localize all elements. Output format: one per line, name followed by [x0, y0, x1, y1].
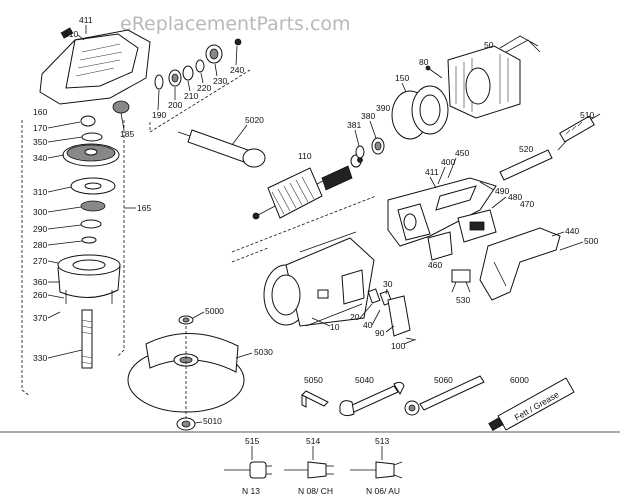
label-410: 410 — [64, 29, 78, 39]
label-150: 150 — [395, 73, 409, 83]
bearing-washer-stack — [154, 38, 242, 90]
label-5010: 5010 — [203, 416, 222, 426]
label-270: 270 — [33, 256, 47, 266]
label-350: 350 — [33, 137, 47, 147]
air-guide — [391, 85, 449, 140]
label-110: 110 — [298, 151, 312, 161]
watermark-text: eReplacementParts.com — [120, 13, 351, 35]
label-170: 170 — [33, 123, 47, 133]
side-handle — [177, 129, 266, 168]
power-cable — [557, 113, 601, 151]
label-460: 460 — [428, 260, 442, 270]
label-100: 100 — [391, 341, 405, 351]
label-340: 340 — [33, 153, 47, 163]
label-470: 470 — [520, 199, 534, 209]
label-300: 300 — [33, 207, 47, 217]
label-5040: 5040 — [355, 375, 374, 385]
label-390: 390 — [376, 103, 390, 113]
spanner-wrench — [404, 375, 485, 416]
label-370: 370 — [33, 313, 47, 323]
label-411b: 411 — [425, 167, 439, 177]
label-280: 280 — [33, 240, 47, 250]
part-460 — [427, 231, 453, 261]
plug-n06-au: 513 N 06/ AU — [350, 436, 403, 496]
grease-tube: Fett / Grease — [488, 377, 575, 432]
handle-cover — [479, 227, 561, 301]
label-400: 400 — [441, 157, 455, 167]
plug-label-n08-ch: N 08/ CH — [298, 486, 333, 496]
plug-n08-ch: 514 N 08/ CH — [284, 436, 334, 496]
label-210: 210 — [184, 91, 198, 101]
label-520: 520 — [519, 144, 533, 154]
hex-key — [301, 390, 329, 408]
label-490: 490 — [495, 186, 509, 196]
label-510: 510 — [580, 110, 594, 120]
label-500: 500 — [584, 236, 598, 246]
label-450: 450 — [455, 148, 469, 158]
gear-head-assembly — [21, 27, 151, 397]
label-10: 10 — [330, 322, 340, 332]
label-20: 20 — [350, 312, 360, 322]
label-160: 160 — [33, 107, 47, 117]
label-411: 411 — [79, 15, 93, 25]
capacitor — [451, 269, 471, 283]
label-200: 200 — [168, 100, 182, 110]
cable-sleeve — [499, 149, 553, 181]
label-310: 310 — [33, 187, 47, 197]
label-330: 330 — [33, 353, 47, 363]
plug-n13: 515 N 13 — [224, 436, 272, 496]
label-220: 220 — [197, 83, 211, 93]
motor-housing — [263, 231, 375, 327]
label-513: 513 — [375, 436, 389, 446]
label-30: 30 — [383, 279, 393, 289]
label-230: 230 — [213, 76, 227, 86]
bearing-381 — [355, 145, 365, 159]
label-480: 480 — [508, 192, 522, 202]
label-240: 240 — [230, 65, 244, 75]
field-coil — [447, 35, 541, 119]
label-380: 380 — [361, 111, 375, 121]
plug-label-n13: N 13 — [242, 486, 260, 496]
label-5060: 5060 — [434, 375, 453, 385]
label-185: 185 — [120, 129, 134, 139]
label-5030: 5030 — [254, 347, 273, 357]
label-290: 290 — [33, 224, 47, 234]
plug-label-n06-au: N 06/ AU — [366, 486, 400, 496]
label-260: 260 — [33, 290, 47, 300]
label-515: 515 — [245, 436, 259, 446]
armature — [252, 154, 363, 220]
label-5000: 5000 — [205, 306, 224, 316]
label-40: 40 — [363, 320, 373, 330]
label-381: 381 — [347, 120, 361, 130]
wheel-guard — [127, 315, 245, 431]
rear-housing — [387, 177, 497, 247]
label-80: 80 — [419, 57, 429, 67]
label-360: 360 — [33, 277, 47, 287]
label-440: 440 — [565, 226, 579, 236]
label-190: 190 — [152, 110, 166, 120]
label-50: 50 — [484, 40, 494, 50]
label-90: 90 — [375, 328, 385, 338]
label-514: 514 — [306, 436, 320, 446]
open-wrench — [339, 381, 405, 417]
label-530: 530 — [456, 295, 470, 305]
label-5050: 5050 — [304, 375, 323, 385]
label-5020: 5020 — [245, 115, 264, 125]
label-6000: 6000 — [510, 375, 529, 385]
label-165: 165 — [137, 203, 151, 213]
